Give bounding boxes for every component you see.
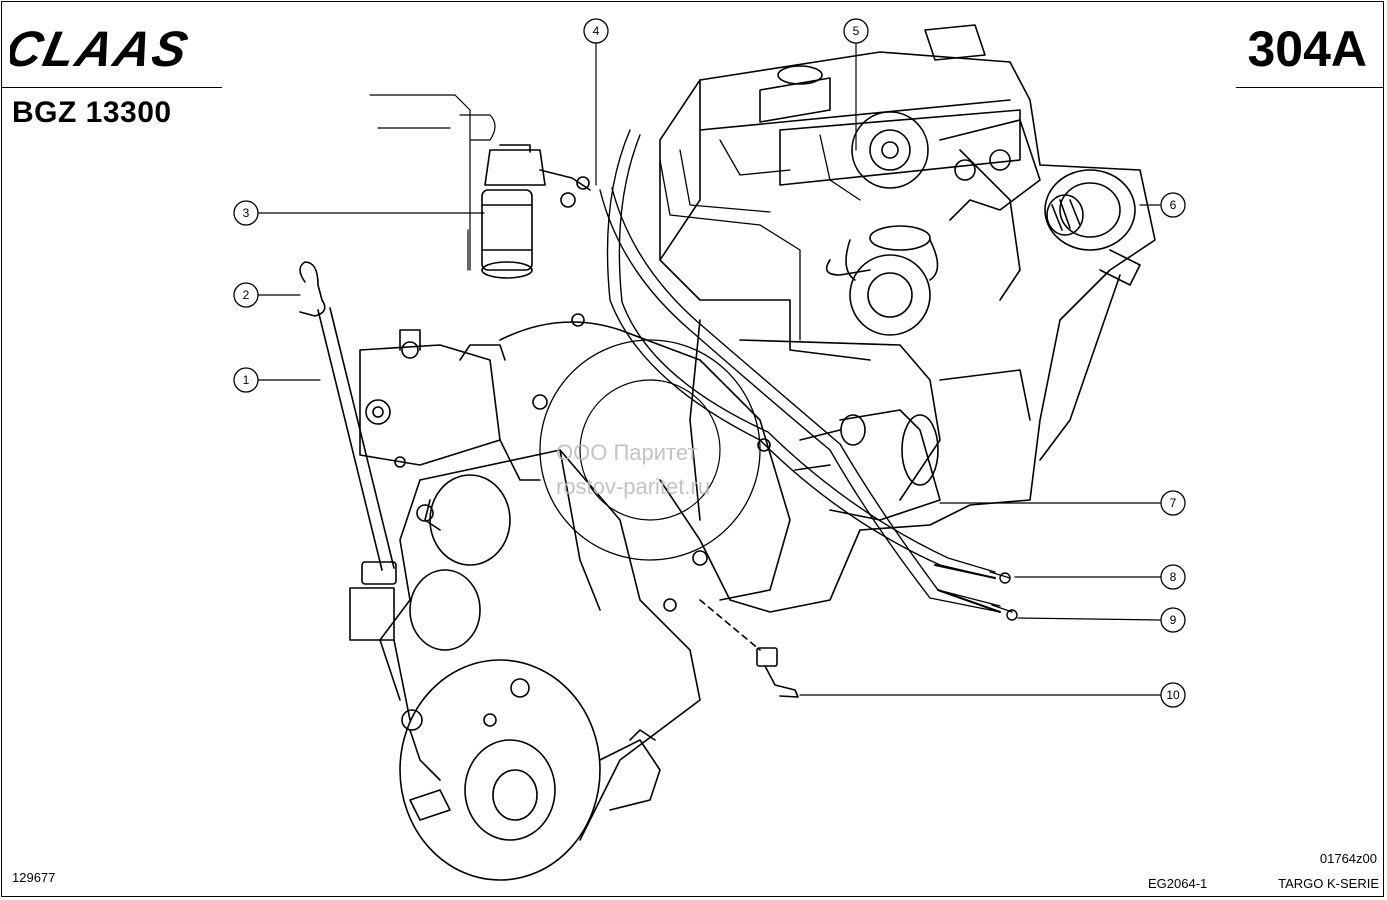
starter-motor: [794, 409, 941, 521]
callout-3: 3: [233, 200, 259, 226]
callout-1-label: 1: [243, 373, 250, 387]
leader-lines: [257, 42, 1161, 696]
alternator: [1039, 169, 1141, 461]
injection-pipes: [659, 134, 861, 341]
image-number: 129677: [12, 870, 56, 885]
turbocharger: [825, 111, 939, 336]
callout-1: 1: [233, 367, 259, 393]
callout-5: 5: [843, 18, 869, 44]
callout-2-label: 2: [243, 288, 250, 302]
callout-3-label: 3: [243, 206, 250, 220]
brand-logo: CLAAS: [10, 22, 230, 74]
fuel-filter: [481, 144, 591, 279]
callout-6-label: 6: [1170, 198, 1177, 212]
model-code: BGZ 13300: [12, 96, 172, 129]
callout-10-label: 10: [1166, 688, 1180, 702]
callout-6: 6: [1160, 192, 1186, 218]
engine-block: [659, 24, 1156, 613]
callout-4-label: 4: [593, 24, 600, 38]
watermark-website: rostov-paritet.ru: [556, 474, 711, 499]
callout-10: 10: [1160, 682, 1186, 708]
dipstick-tube: [299, 261, 411, 721]
callout-9-label: 9: [1170, 613, 1177, 627]
callout-4: 4: [583, 18, 609, 44]
sensor-probe: [699, 599, 799, 698]
drawing-reference: 01764z00: [1319, 851, 1377, 866]
hydraulic-pump: [359, 329, 506, 468]
callout-5-label: 5: [853, 24, 860, 38]
callout-markers: 1 2 3 4 5 6 7: [233, 18, 1186, 708]
output-flange: [399, 659, 661, 881]
page-code: 304A: [1247, 21, 1367, 77]
radiator-outline: [369, 94, 496, 271]
callout-8-label: 8: [1170, 570, 1177, 584]
callout-8: 8: [1160, 564, 1186, 590]
gearbox-housing: [499, 313, 791, 612]
callout-2: 2: [233, 282, 259, 308]
brand-logo-text: CLAAS: [10, 22, 194, 74]
exhaust-manifold: [939, 119, 1041, 221]
header-rule-left: [1, 87, 222, 88]
callout-7: 7: [1160, 490, 1186, 516]
header-rule-right: [1236, 87, 1384, 88]
watermark-company: ООО Паритет: [556, 440, 698, 465]
transfer-case: [379, 449, 701, 841]
group-reference: EG2064-1: [1148, 876, 1208, 891]
callout-7-label: 7: [1170, 496, 1177, 510]
hose-lines: [599, 129, 1018, 621]
claas-logo-mark: CLAAS: [10, 22, 194, 74]
callout-9: 9: [1160, 607, 1186, 633]
series-name: TARGO K-SERIE: [1278, 876, 1379, 891]
